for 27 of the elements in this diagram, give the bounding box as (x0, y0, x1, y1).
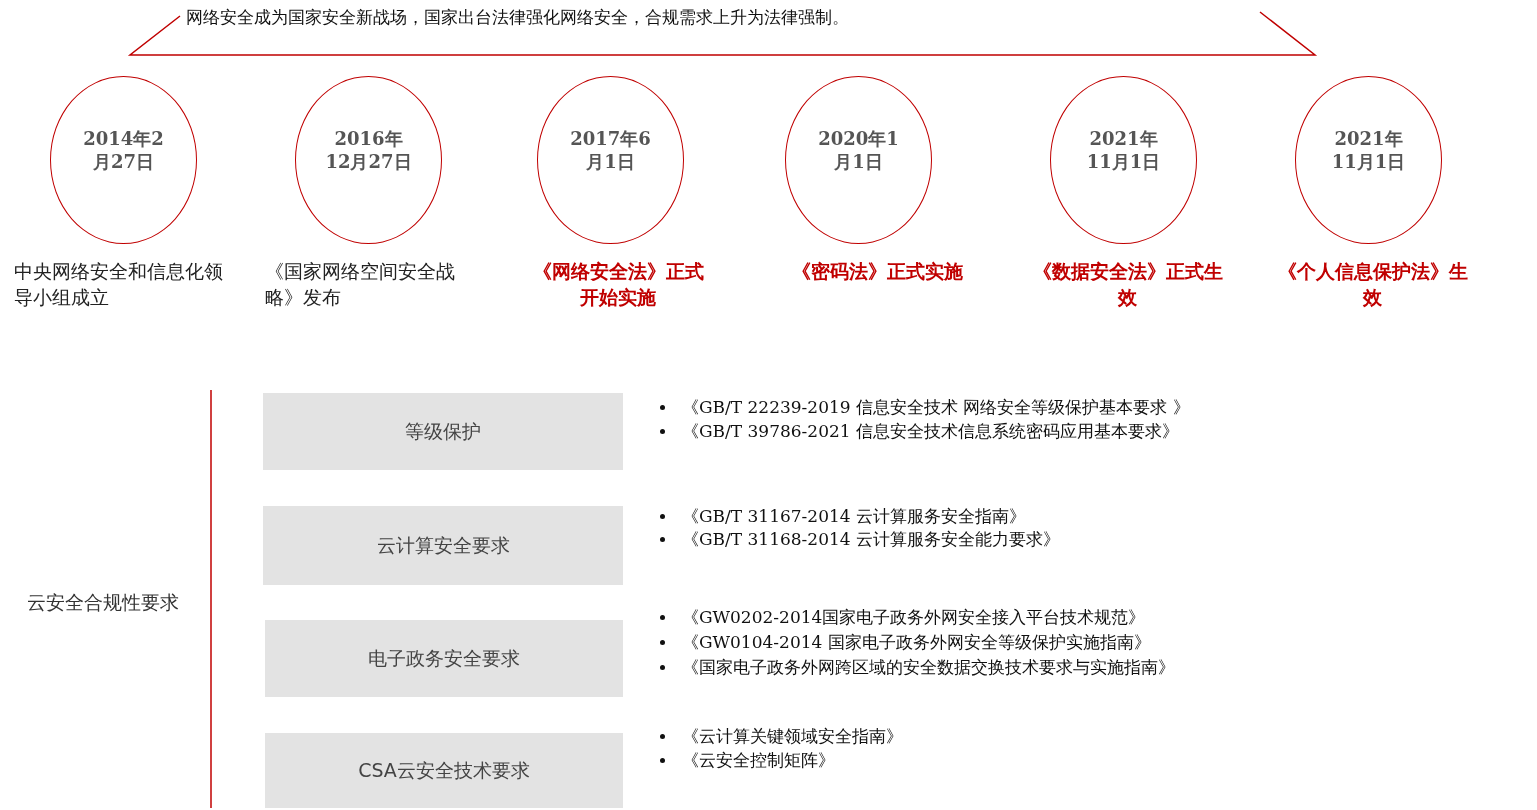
list-item: 《国家电子政务外网跨区域的安全数据交换技术要求与实施指南》 (682, 656, 1175, 679)
section-heading: 云安全合规性要求 (26, 590, 180, 615)
list-item: 《云安全控制矩阵》 (682, 749, 835, 772)
date-text: 2020年1月1日 (817, 127, 900, 173)
list-item: 《GW0202-2014国家电子政务外网安全接入平台技术规范》 (682, 606, 1146, 629)
event-text: 《国家网络空间安全战略》发布 (265, 259, 456, 310)
list-item: 《云计算关键领域安全指南》 (682, 725, 903, 748)
event-text: 《数据安全法》正式生效 (1031, 259, 1224, 310)
event-text: 《个人信息保护法》生效 (1276, 259, 1469, 310)
list-item: 《GB/T 22239-2019 信息安全技术 网络安全等级保护基本要求 》 (682, 396, 1190, 419)
category-box: CSA云安全技术要求 (265, 733, 623, 808)
list-item: 《GB/T 39786-2021 信息安全技术信息系统密码应用基本要求》 (682, 420, 1180, 443)
category-box: 电子政务安全要求 (265, 620, 623, 697)
date-text: 2021年11月1日 (1330, 127, 1407, 173)
event-text: 中央网络安全和信息化领导小组成立 (14, 259, 224, 310)
list-item: 《GB/T 31167-2014 云计算服务安全指南》 (682, 505, 1027, 528)
date-text: 2014年2月27日 (82, 127, 165, 173)
category-box: 云计算安全要求 (263, 506, 623, 585)
banner-text: 网络安全成为国家安全新战场，国家出台法律强化网络安全，合规需求上升为法律强制。 (186, 6, 849, 29)
date-text: 2017年6月1日 (569, 127, 652, 173)
list-item: 《GW0104-2014 国家电子政务外网安全等级保护实施指南》 (682, 631, 1151, 654)
event-text: 《密码法》正式实施 (791, 259, 964, 284)
category-box: 等级保护 (263, 393, 623, 470)
event-text: 《网络安全法》正式开始实施 (531, 259, 705, 310)
date-text: 2016年12月27日 (324, 127, 413, 173)
date-text: 2021年11月1日 (1085, 127, 1162, 173)
list-item: 《GB/T 31168-2014 云计算服务安全能力要求》 (682, 528, 1061, 551)
